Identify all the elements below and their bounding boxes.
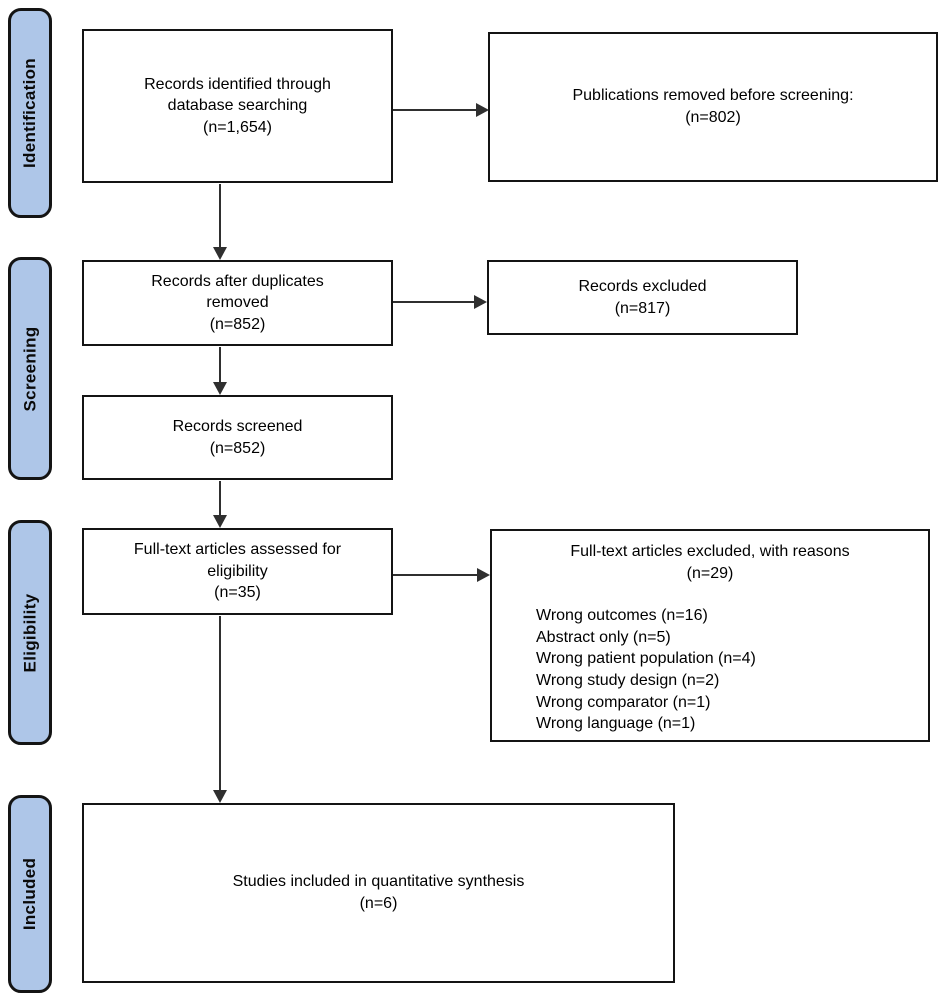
arrow-line <box>219 616 221 791</box>
arrow-head <box>476 103 489 117</box>
stage-label-screening: Screening <box>20 326 39 411</box>
box-records-excluded-text: Records excluded (n=817) <box>578 277 707 317</box>
exclusion-reasons-list: Wrong outcomes (n=16) Abstract only (n=5… <box>536 605 916 735</box>
exclusion-reason: Wrong outcomes (n=16) <box>536 607 708 625</box>
arrow-fulltext-to-excluded <box>393 568 490 582</box>
arrow-fulltext-to-included <box>213 616 227 803</box>
stage-band-eligibility: Eligibility <box>8 520 52 745</box>
box-studies-included: Studies included in quantitative synthes… <box>82 803 675 983</box>
stage-label-identification: Identification <box>20 58 40 168</box>
arrow-head <box>213 790 227 803</box>
box-fulltext-assessed: Full-text articles assessed for eligibil… <box>82 528 393 615</box>
exclusion-reason: Wrong study design (n=2) <box>536 671 720 689</box>
stage-band-identification: Identification <box>8 8 52 218</box>
arrow-duplicates-to-excluded <box>393 295 487 309</box>
arrow-line <box>219 481 221 516</box>
box-studies-included-text: Studies included in quantitative synthes… <box>232 873 525 912</box>
box-fulltext-excluded-header: Full-text articles excluded, with reason… <box>570 543 850 582</box>
stage-band-included: Included <box>8 795 52 993</box>
exclusion-reason: Wrong language (n=1) <box>536 715 696 733</box>
arrow-line <box>393 109 477 111</box>
arrow-head <box>213 382 227 395</box>
box-publications-removed-text: Publications removed before screening: (… <box>572 87 854 126</box>
exclusion-reason: Abstract only (n=5) <box>536 628 671 646</box>
box-records-after-duplicates: Records after duplicates removed (n=852) <box>82 260 393 346</box>
arrow-identified-to-duplicates <box>213 184 227 260</box>
arrow-line <box>393 574 478 576</box>
box-fulltext-excluded: Full-text articles excluded, with reason… <box>490 529 930 742</box>
stage-label-eligibility: Eligibility <box>20 593 39 672</box>
box-records-identified-text: Records identified through database sear… <box>144 75 331 136</box>
exclusion-reason: Wrong patient population (n=4) <box>536 650 756 668</box>
arrow-head <box>474 295 487 309</box>
arrow-head <box>213 247 227 260</box>
arrow-line <box>219 347 221 383</box>
box-publications-removed: Publications removed before screening: (… <box>488 32 938 182</box>
box-records-screened-text: Records screened (n=852) <box>172 417 303 457</box>
arrow-line <box>393 301 475 303</box>
stage-label-included: Included <box>20 857 40 931</box>
box-records-after-duplicates-text: Records after duplicates removed (n=852) <box>151 272 324 333</box>
stage-band-screening: Screening <box>8 257 52 480</box>
arrow-line <box>219 184 221 248</box>
box-fulltext-assessed-text: Full-text articles assessed for eligibil… <box>133 541 342 602</box>
box-records-screened: Records screened (n=852) <box>82 395 393 480</box>
arrow-head <box>477 568 490 582</box>
box-records-excluded: Records excluded (n=817) <box>487 260 798 335</box>
exclusion-reason: Wrong comparator (n=1) <box>536 693 711 711</box>
arrow-identified-to-removed <box>393 103 489 117</box>
arrow-head <box>213 515 227 528</box>
box-records-identified: Records identified through database sear… <box>82 29 393 183</box>
arrow-duplicates-to-screened <box>213 347 227 395</box>
arrow-screened-to-fulltext <box>213 481 227 528</box>
